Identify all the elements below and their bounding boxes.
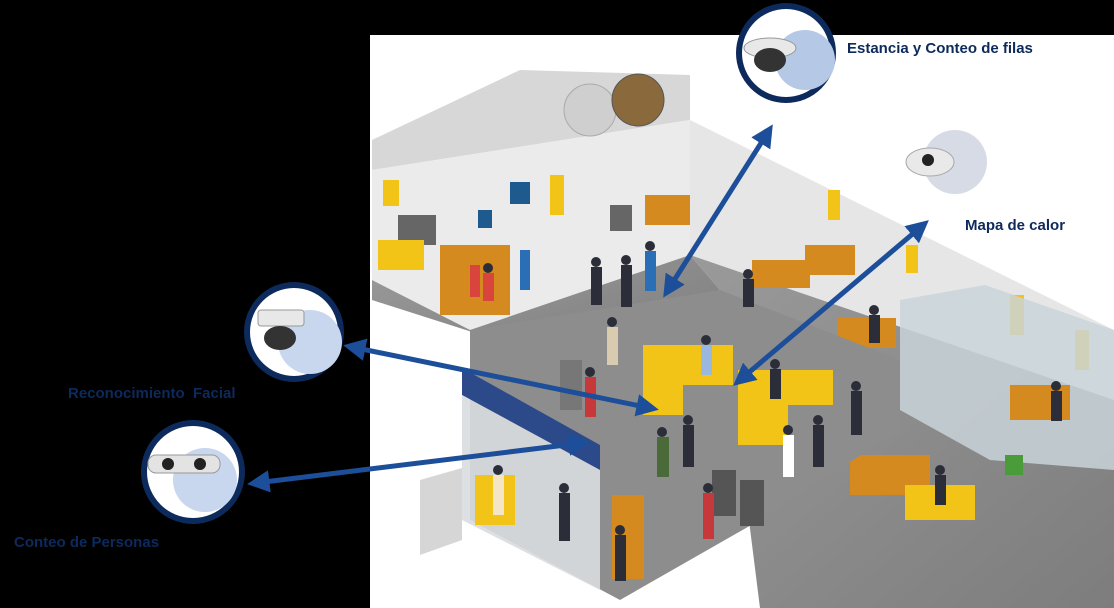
badge-face xyxy=(244,282,344,382)
dome-camera-icon xyxy=(743,37,797,72)
arrow-people xyxy=(247,433,591,493)
arrow-heatmap xyxy=(733,220,929,386)
callout-arrows xyxy=(247,124,929,493)
dome-camera-icon xyxy=(257,309,305,350)
vault-opening xyxy=(611,73,665,127)
arrow-queue xyxy=(663,124,773,298)
arrow-face xyxy=(343,338,659,417)
heatmap-callout-label: Mapa de calor xyxy=(965,217,1066,234)
people-callout-label: Conteo de Personas xyxy=(14,534,160,551)
face-callout-label: Reconocimiento Facial xyxy=(68,385,236,402)
vault-door-icon xyxy=(563,83,617,137)
badge-people xyxy=(141,420,245,524)
fisheye-camera-icon xyxy=(905,147,955,177)
stereo-counter-camera-icon xyxy=(147,454,221,474)
queue-callout-label: Estancia y Conteo de filas xyxy=(847,40,1033,57)
badge-heatmap xyxy=(892,111,988,207)
back-room xyxy=(372,70,720,360)
badge-queue xyxy=(736,3,836,103)
